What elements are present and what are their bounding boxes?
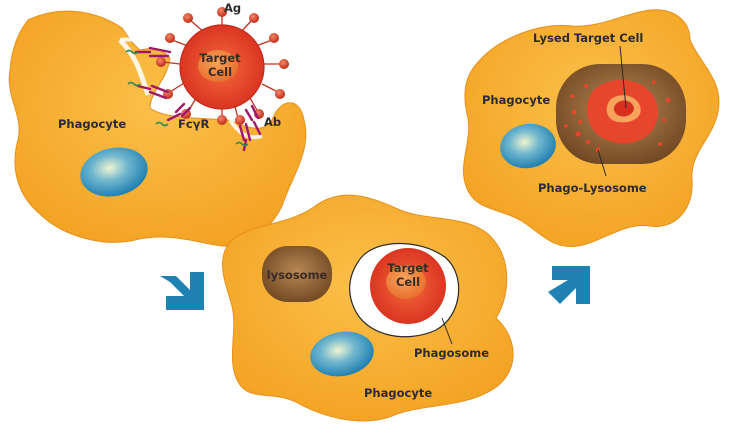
target-cell-step2 (370, 248, 446, 324)
nucleus-step2 (310, 331, 374, 377)
phagocyte-label-step3: Phagocyte (482, 93, 550, 107)
panel-step3: Lysed Target Cell Phagocyte Phago-Lysoso… (462, 9, 720, 248)
target-label-line2-step1: Cell (208, 65, 232, 79)
antigen-label: Ag (224, 1, 241, 15)
receptor-label: FcγR (178, 117, 210, 131)
target-label-line1-step2: Target (387, 261, 429, 275)
lysed-target-label: Lysed Target Cell (533, 31, 643, 45)
panel-step1: Phagocyte (8, 1, 307, 247)
lysosome-label: lysosome (267, 268, 328, 282)
phagocyte-label-step1: Phagocyte (58, 117, 126, 131)
target-label-line2-step2: Cell (396, 275, 420, 289)
target-label-line1-step1: Target (199, 51, 241, 65)
nucleus-step3 (500, 123, 556, 169)
panel-step2: lysosome Target Cell Phagosome Phagocyte (222, 194, 514, 422)
arrow-step1-to-step2 (160, 272, 204, 310)
lysosome (262, 246, 332, 302)
antibodies (134, 46, 262, 152)
phagocyte-label-step2: Phagocyte (364, 386, 432, 400)
phagolysosome-label: Phago-Lysosome (538, 181, 647, 195)
fc-receptors (125, 49, 249, 147)
nucleus-step1 (80, 147, 148, 197)
arrow-step2-to-step3 (548, 266, 590, 304)
antibody-label: Ab (264, 115, 281, 129)
lysed-fragments (564, 80, 671, 153)
phagosome-label: Phagosome (414, 346, 489, 360)
lysed-target-cell (587, 79, 658, 144)
phagocyte-cell-step1 (8, 10, 307, 247)
target-cell-step1 (179, 24, 265, 110)
